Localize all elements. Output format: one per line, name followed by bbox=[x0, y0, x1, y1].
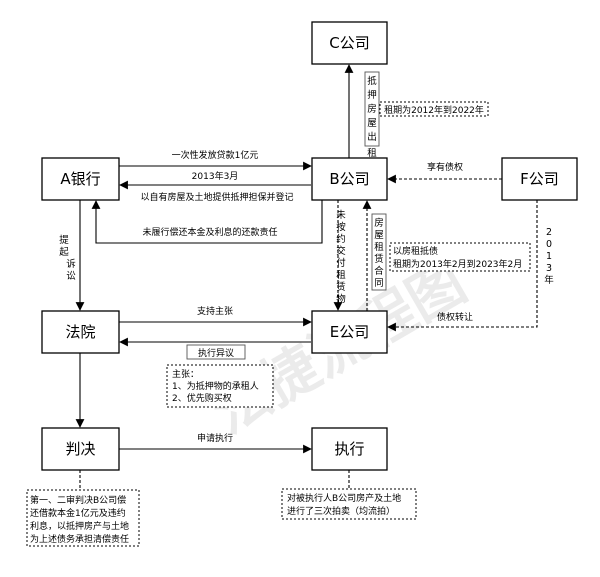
node-f-company-label: F公司 bbox=[520, 170, 559, 188]
year-char-3: 1 bbox=[546, 251, 552, 262]
node-e-company: E公司 bbox=[311, 310, 388, 354]
edge-unpaid-label: 未履行偿还本金及利息的还款责任 bbox=[142, 226, 277, 238]
mortgaged-lease-char-3: 房 bbox=[367, 103, 377, 115]
edge-loan-label: 一次性发放贷款1亿元 bbox=[172, 149, 259, 161]
node-judgment-label: 判决 bbox=[65, 440, 95, 458]
node-court-label: 法院 bbox=[65, 323, 95, 341]
lease-contract-char-5: 合 bbox=[374, 265, 384, 277]
lease-contract-char-2: 屋 bbox=[374, 230, 384, 241]
node-court: 法院 bbox=[41, 310, 120, 354]
note-f-lease-line2: 租期为2013年2月到2023年2月 bbox=[393, 258, 522, 270]
tag-lease-contract: 房 屋 租 赁 合 同 bbox=[371, 213, 387, 291]
edge-creditor-label: 享有债权 bbox=[427, 161, 463, 173]
node-a-bank: A银行 bbox=[41, 157, 120, 201]
tag-execution-objection: 执行异议 bbox=[186, 344, 246, 360]
lease-contract-char-4: 赁 bbox=[374, 253, 384, 265]
mortgaged-lease-char-2: 押 bbox=[367, 89, 377, 101]
year-char-1: 2 bbox=[546, 227, 552, 238]
mortgaged-lease-char-4: 屋 bbox=[367, 118, 377, 129]
edge-apply-execution-label: 申请执行 bbox=[197, 432, 233, 444]
node-judgment: 判决 bbox=[41, 427, 120, 471]
note-judgment-line1: 第一、二审判决B公司偿 bbox=[30, 494, 126, 506]
note-judgment-line2: 还借款本金1亿元及违约 bbox=[30, 507, 126, 519]
node-b-company-label: B公司 bbox=[329, 170, 369, 188]
node-f-company: F公司 bbox=[501, 157, 578, 201]
note-execution: 对被执行人B公司房产及土地 进行了三次拍卖（均流拍） bbox=[281, 488, 417, 520]
year-char-2: 0 bbox=[546, 239, 552, 250]
note-claims-title: 主张： bbox=[172, 368, 199, 380]
edge-unpaid bbox=[91, 200, 323, 244]
mortgaged-lease-char-6: 租 bbox=[367, 147, 377, 159]
not-delivered-char-1: 未 bbox=[336, 209, 346, 221]
node-b-company: B公司 bbox=[311, 157, 388, 201]
edge-mortgage-label: 以自有房屋及土地提供抵押担保并登记 bbox=[140, 191, 293, 203]
note-execution-line2: 进行了三次拍卖（均流拍） bbox=[287, 505, 395, 517]
node-a-bank-label: A银行 bbox=[60, 170, 100, 188]
edge-support-claim-label: 支持主张 bbox=[197, 305, 233, 317]
node-e-company-label: E公司 bbox=[330, 323, 369, 341]
note-judgment-line3: 利息，以抵押房产与土地 bbox=[30, 520, 129, 532]
lawsuit-char-2: 起 bbox=[59, 247, 69, 258]
lawsuit-char-1: 提 bbox=[59, 234, 69, 246]
edge-lawsuit-label: 提 起 诉 讼 bbox=[59, 234, 76, 282]
not-delivered-char-2: 按 bbox=[336, 221, 346, 233]
edge-not-delivered-label: 未 按 约 交 付 租 赁 物 bbox=[336, 209, 346, 305]
mortgaged-lease-char-5: 出 bbox=[367, 131, 377, 143]
mortgaged-lease-char-1: 抵 bbox=[367, 75, 377, 87]
node-execution: 执行 bbox=[311, 427, 388, 471]
note-f-lease-line1: 以房租抵债 bbox=[393, 245, 438, 257]
note-claims-item-2: 2、优先购买权 bbox=[172, 392, 232, 404]
not-delivered-char-7: 赁 bbox=[336, 281, 346, 293]
not-delivered-char-6: 租 bbox=[336, 269, 346, 281]
note-c-lease-term-text: 租期为2012年到2022年 bbox=[384, 104, 484, 116]
note-claims-item-1: 1、为抵押物的承租人 bbox=[172, 380, 259, 392]
note-execution-line1: 对被执行人B公司房产及土地 bbox=[287, 492, 401, 504]
edge-date-label: 2013年3月 bbox=[192, 170, 239, 182]
not-delivered-char-4: 交 bbox=[336, 245, 346, 257]
lease-contract-char-6: 同 bbox=[374, 278, 384, 289]
note-judgment: 第一、二审判决B公司偿 还借款本金1亿元及违约 利息，以抵押房产与土地 为上述债… bbox=[26, 489, 140, 547]
lawsuit-char-3: 诉 bbox=[66, 258, 76, 270]
note-c-lease-term: 租期为2012年到2022年 bbox=[379, 101, 489, 117]
edge-execution-objection-label: 执行异议 bbox=[198, 347, 234, 359]
node-c-company: C公司 bbox=[311, 21, 388, 65]
note-claims: 主张： 1、为抵押物的承租人 2、优先购买权 bbox=[166, 364, 274, 408]
year-vertical-label: 2 0 1 3 年 bbox=[544, 227, 554, 286]
lease-contract-char-1: 房 bbox=[374, 217, 384, 229]
year-char-5: 年 bbox=[544, 274, 554, 286]
edge-debt-transfer bbox=[387, 200, 538, 332]
not-delivered-char-8: 物 bbox=[336, 293, 346, 305]
note-judgment-line4: 为上述债务承担清偿责任 bbox=[30, 533, 129, 545]
tag-mortgaged-lease: 抵 押 房 屋 出 bbox=[364, 71, 380, 147]
not-delivered-char-5: 付 bbox=[336, 258, 346, 269]
lawsuit-char-4: 讼 bbox=[66, 271, 76, 282]
edge-debt-transfer-label: 债权转让 bbox=[437, 311, 473, 323]
not-delivered-char-3: 约 bbox=[336, 233, 346, 245]
year-char-4: 3 bbox=[546, 263, 552, 274]
lease-contract-char-3: 租 bbox=[374, 241, 384, 253]
node-execution-label: 执行 bbox=[334, 440, 364, 458]
note-f-lease: 以房租抵债 租期为2013年2月到2023年2月 bbox=[389, 242, 531, 272]
node-c-company-label: C公司 bbox=[329, 34, 369, 52]
